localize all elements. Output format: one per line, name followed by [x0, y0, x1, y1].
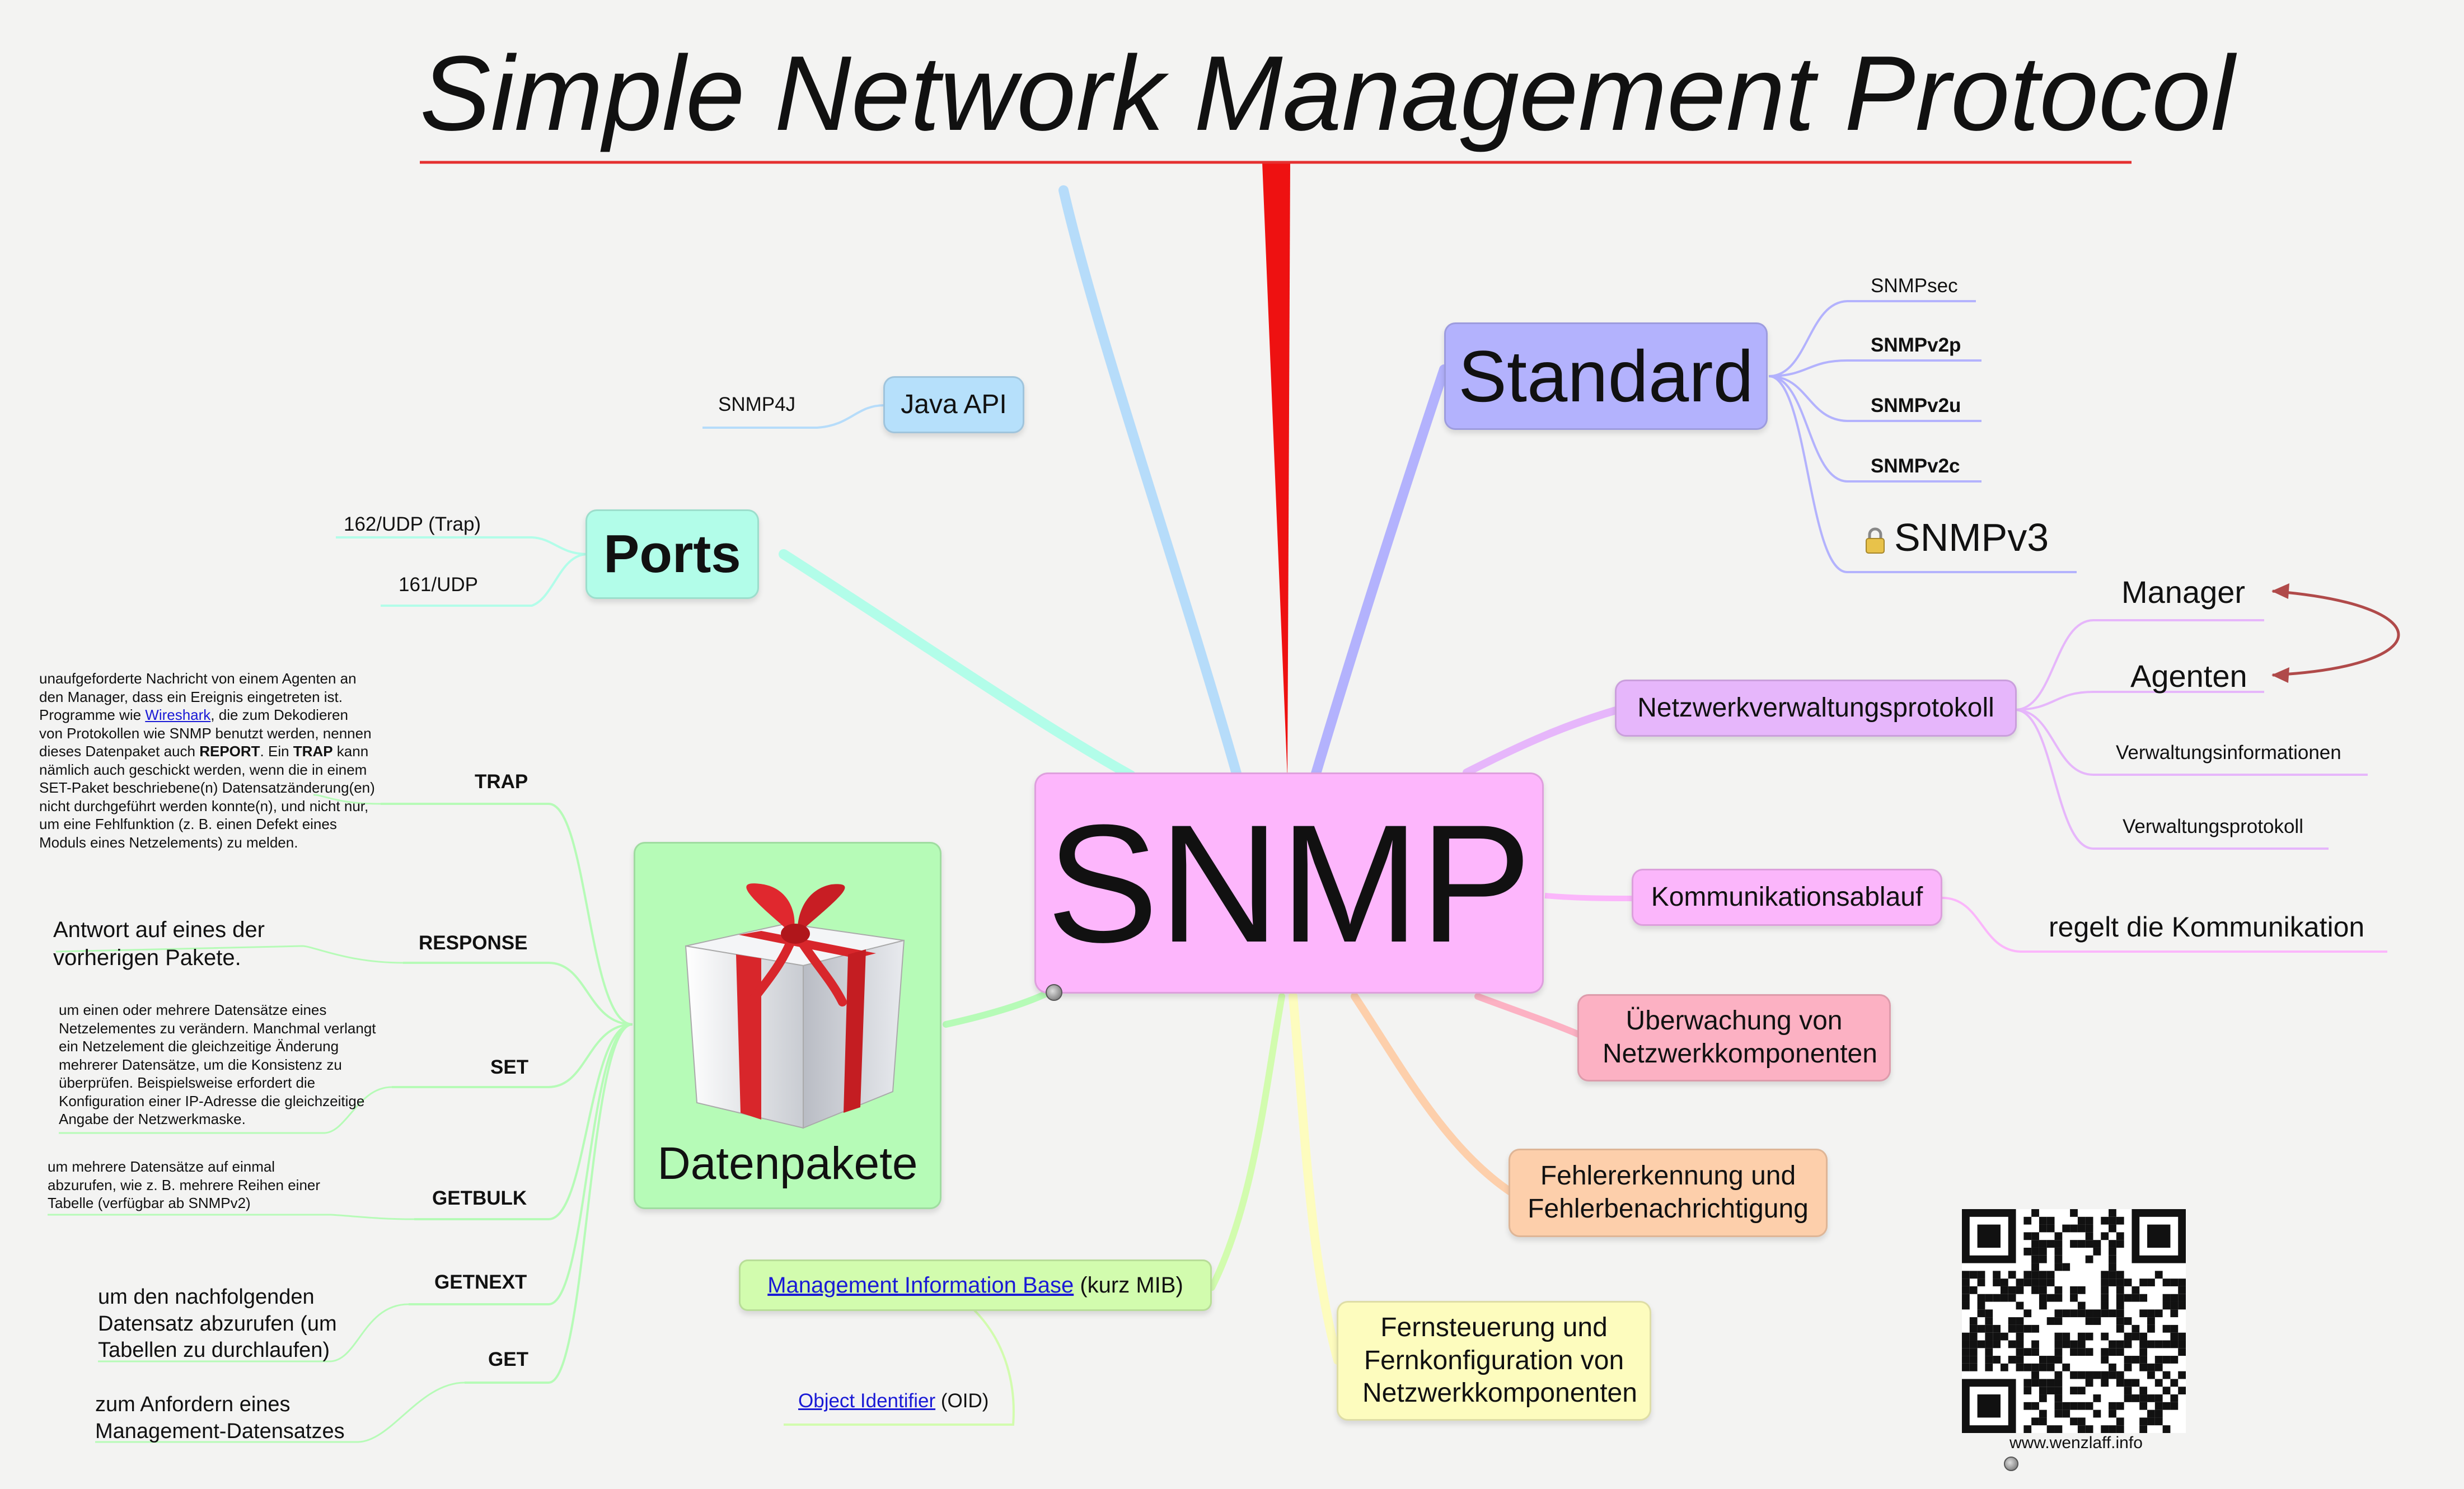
node-ueberwachung[interactable]: Überwachung von Netzwerkkomponenten [1577, 994, 1891, 1081]
note-response: Antwort auf eines der vorherigen Pakete. [53, 917, 265, 970]
footer-url: www.wenzlaff.info [2009, 1434, 2143, 1452]
node-mib[interactable]: Management Information Base (kurz MIB) [739, 1259, 1212, 1311]
leaf-oid: Object Identifier (OID) [798, 1390, 989, 1412]
page-title: Simple Network Management Protocol [420, 34, 2235, 153]
leaf-snmpv2p: SNMPv2p [1871, 334, 1961, 356]
mib-link[interactable]: Management Information Base [767, 1272, 1074, 1298]
node-ports[interactable]: Ports [585, 509, 759, 599]
leaf-snmpv2c: SNMPv2c [1871, 455, 1960, 477]
packet-set: SET [490, 1056, 529, 1078]
center-label: SNMP [1046, 789, 1532, 977]
leaf-port-162: 162/UDP (Trap) [344, 513, 481, 535]
leaf-snmp4j: SNMP4J [718, 394, 796, 415]
leaf-snmpv2u: SNMPv2u [1871, 395, 1961, 416]
leaf-regelt-kommunikation: regelt die Kommunikation [2049, 911, 2365, 943]
node-kommunikationsablauf[interactable]: Kommunikationsablauf [1632, 869, 1942, 926]
lock-icon [1866, 527, 1885, 554]
qr-code-icon [1962, 1209, 2186, 1433]
note-set: um einen oder mehrere Datensätze eines N… [59, 1001, 376, 1127]
oid-link[interactable]: Object Identifier [798, 1390, 936, 1412]
leaf-agenten: Agenten [2130, 658, 2247, 694]
center-attachment-icon [1046, 984, 1062, 1001]
node-standard[interactable]: Standard [1444, 322, 1768, 430]
node-fernsteuerung[interactable]: Fernsteuerung und Fernkonfiguration von … [1337, 1301, 1651, 1421]
leaf-manager: Manager [2121, 574, 2246, 610]
center-node-snmp[interactable]: SNMP [1034, 772, 1544, 994]
node-netzwerkverwaltungsprotokoll[interactable]: Netzwerkverwaltungsprotokoll [1615, 680, 2017, 737]
leaf-verwaltungsinformationen: Verwaltungsinformationen [2116, 742, 2341, 764]
leaf-port-161: 161/UDP [399, 574, 479, 596]
packet-get: GET [488, 1348, 528, 1370]
gift-icon [685, 883, 905, 1129]
leaf-verwaltungsprotokoll: Verwaltungsprotokoll [2123, 816, 2303, 837]
note-trap: unaufgeforderte Nachricht von einem Agen… [39, 670, 375, 851]
note-get: zum Anfordern eines Management-Datensatz… [95, 1393, 345, 1443]
footer-attachment-icon [2004, 1457, 2018, 1471]
wireshark-link[interactable]: Wireshark [145, 706, 211, 723]
node-java-api[interactable]: Java API [883, 376, 1024, 433]
packet-getbulk: GETBULK [432, 1187, 527, 1209]
leaf-snmpv3: SNMPv3 [1864, 514, 2049, 561]
packet-trap: TRAP [475, 771, 528, 793]
note-getbulk: um mehrere Datensätze auf einmal abzuruf… [48, 1158, 321, 1211]
packet-getnext: GETNEXT [434, 1271, 527, 1293]
packet-response: RESPONSE [419, 932, 528, 954]
node-fehlererkennung[interactable]: Fehlererkennung und Fehlerbenachrichtigu… [1509, 1149, 1828, 1237]
leaf-snmpsec: SNMPsec [1871, 275, 1958, 297]
note-getnext: um den nachfolgenden Datensatz abzurufen… [98, 1285, 337, 1362]
